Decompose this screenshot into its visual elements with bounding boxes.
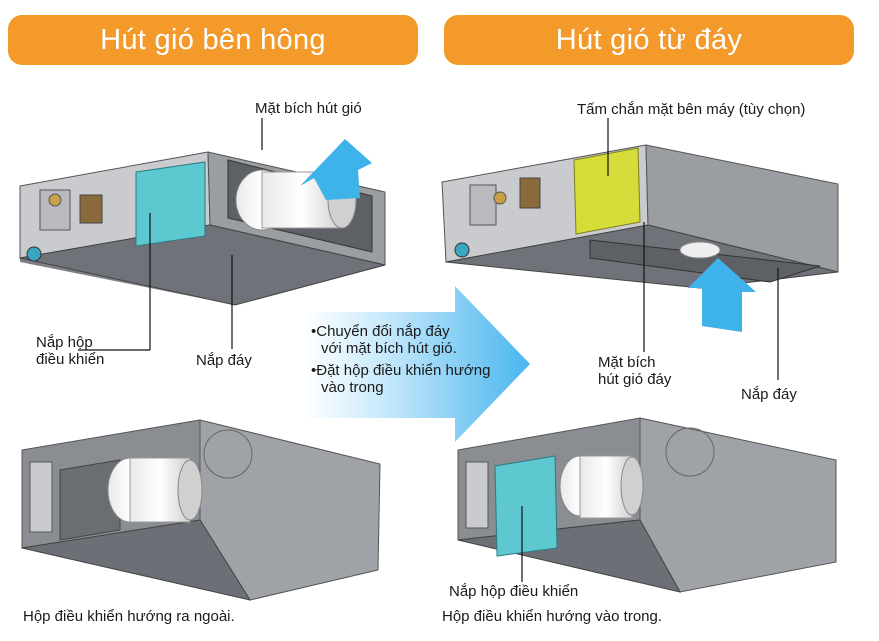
unit-bottom-left: [21, 419, 381, 601]
control-cover-label-right: Nắp hộp điều khiển: [449, 583, 579, 600]
instruction-2-line1: •Đặt hộp điều khiển hướng: [311, 362, 491, 379]
unit-bottom-right: [457, 417, 837, 593]
control-cover-label-left-line2: điều khiển: [36, 351, 105, 368]
caption-right: Hộp điều khiển hướng vào trong.: [442, 608, 663, 625]
control-cover-label-left-line1: Nắp hộp: [36, 334, 93, 351]
right-title-banner: Hút gió từ đáy: [444, 15, 854, 65]
side-panel-label: Tấm chắn mặt bên máy (tùy chọn): [577, 101, 806, 118]
bottom-cover-label-left: Nắp đáy: [196, 352, 252, 369]
unit-top-left: [19, 139, 386, 306]
instruction-2-line2: vào trong: [321, 379, 384, 396]
bottom-flange-label-line2: hút gió đáy: [598, 371, 672, 388]
bottom-cover-label-right: Nắp đáy: [741, 386, 797, 403]
instruction-1-line2: với mặt bích hút gió.: [321, 340, 457, 357]
left-title-banner: Hút gió bên hông: [8, 15, 418, 65]
side-flange-label: Mặt bích hút gió: [255, 100, 362, 117]
bottom-flange-label-line1: Mặt bích: [598, 354, 656, 371]
transition-arrow: [305, 286, 530, 442]
instruction-1-line1: •Chuyển đổi nắp đáy: [311, 323, 450, 340]
leader-lines: [78, 118, 779, 582]
bottom-flange-label: Mặt bích hút gió đáy: [598, 354, 671, 388]
transition-instructions: •Chuyển đổi nắp đáy với mặt bích hút gió…: [311, 323, 490, 396]
unit-top-right: [441, 144, 839, 332]
caption-left: Hộp điều khiển hướng ra ngoài.: [23, 608, 235, 625]
control-cover-label-left: Nắp hộp điều khiển: [36, 334, 104, 368]
